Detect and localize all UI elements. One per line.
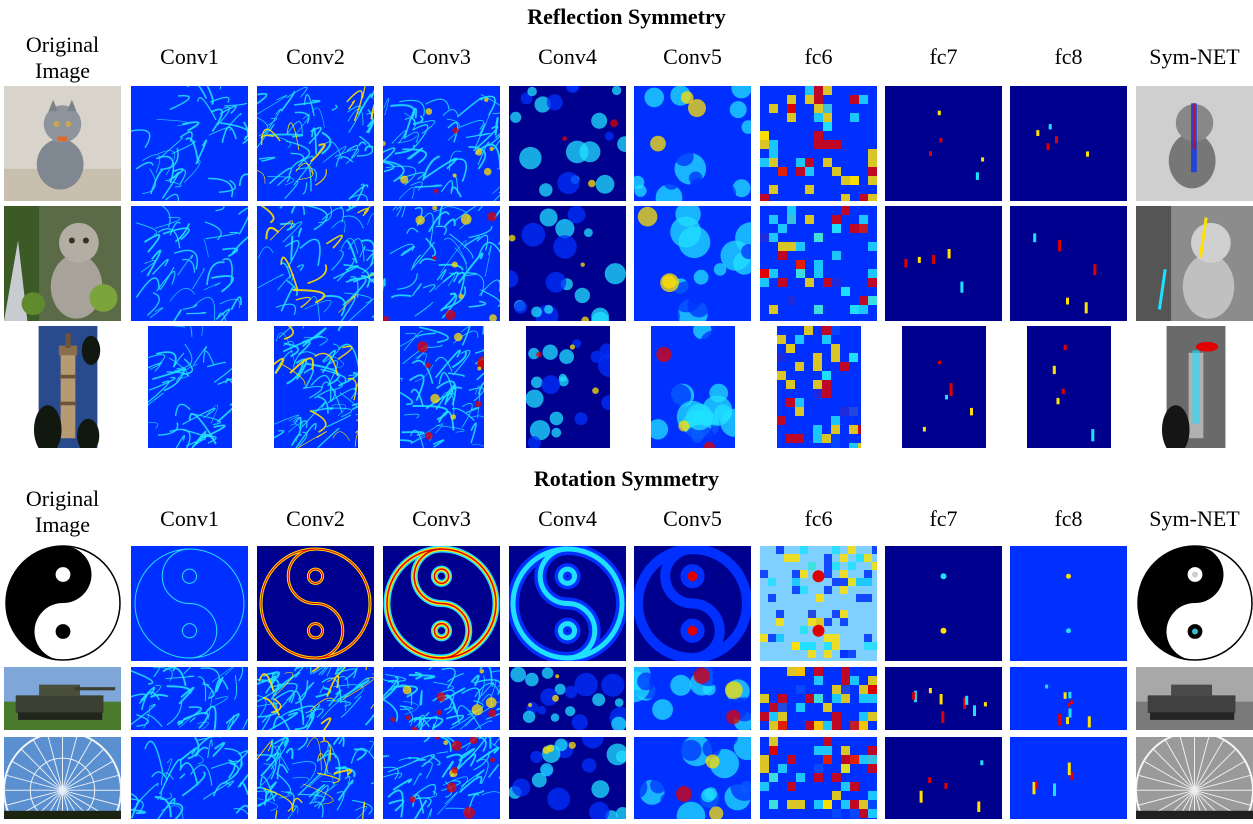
row5-conv3-image	[383, 667, 500, 730]
row5-conv1-image	[131, 667, 248, 730]
row6-conv3-image	[383, 737, 500, 819]
row5-fc8-image	[1010, 667, 1127, 730]
column-header-sym-net: Sym-NET	[1149, 506, 1240, 531]
row1-conv3-image	[383, 86, 500, 201]
column-header-conv2: Conv2	[286, 44, 345, 69]
row5-conv4-image	[509, 667, 626, 730]
row4-sym-net-image	[1136, 544, 1253, 662]
row2-conv3-image	[383, 206, 500, 321]
row4-fc6-image	[760, 546, 877, 661]
column-header-sym-net: Sym-NET	[1149, 44, 1240, 69]
column-header-conv4: Conv4	[538, 44, 597, 69]
rotation-section-title: Rotation Symmetry	[533, 466, 720, 491]
row6-conv5-image	[634, 737, 751, 819]
column-header-original-image: Original	[25, 32, 100, 57]
row4-conv3-image	[383, 546, 500, 661]
row5-original-image-image	[4, 667, 121, 730]
row2-conv2-image	[257, 206, 374, 321]
row2-conv5-image	[634, 206, 751, 321]
row2-original-image-image	[4, 206, 121, 321]
column-header-original-image: Original	[25, 486, 100, 511]
row1-fc8-image	[1010, 86, 1127, 201]
column-header-fc8: fc8	[1054, 44, 1083, 69]
row1-conv1-image	[131, 86, 248, 201]
row4-fc7-image	[885, 546, 1002, 661]
column-header-conv5: Conv5	[663, 44, 722, 69]
row3-original-image-image	[22, 326, 114, 448]
row6-conv1-image	[131, 737, 248, 819]
row3-sym-net-image	[1150, 326, 1242, 448]
row1-conv5-image	[634, 86, 751, 201]
column-header-fc6: fc6	[804, 506, 833, 531]
row1-original-image-image	[4, 86, 121, 201]
row6-fc7-image	[885, 737, 1002, 819]
column-header-conv5: Conv5	[663, 506, 722, 531]
column-header-conv3: Conv3	[412, 506, 471, 531]
column-header-conv1: Conv1	[160, 44, 219, 69]
row4-conv4-image	[509, 546, 626, 661]
row6-fc6-image	[760, 737, 877, 819]
row6-conv2-image	[257, 737, 374, 819]
row1-conv2-image	[257, 86, 374, 201]
row1-fc6-image	[760, 86, 877, 201]
row2-fc6-image	[760, 206, 877, 321]
column-header-fc6: fc6	[804, 44, 833, 69]
row6-original-image-image	[4, 737, 121, 819]
row2-conv4-image	[509, 206, 626, 321]
row5-conv2-image	[257, 667, 374, 730]
column-header-conv2: Conv2	[286, 506, 345, 531]
row1-fc7-image	[885, 86, 1002, 201]
row5-fc6-image	[760, 667, 877, 730]
row3-conv5-image	[650, 326, 735, 448]
row4-conv5-image	[634, 546, 751, 661]
row1-conv4-image	[509, 86, 626, 201]
row3-conv3-image	[399, 326, 484, 448]
row4-fc8-image	[1010, 546, 1127, 661]
row3-fc7-image	[901, 326, 986, 448]
column-header-fc7: fc7	[929, 506, 958, 531]
column-header-conv4: Conv4	[538, 506, 597, 531]
column-header-conv3: Conv3	[412, 44, 471, 69]
column-header-original-image: Image	[35, 58, 90, 83]
row3-conv2-image	[273, 326, 358, 448]
column-header-original-image: Image	[35, 512, 90, 537]
reflection-section-title: Reflection Symmetry	[527, 4, 726, 29]
row4-conv1-image	[131, 546, 248, 661]
row4-original-image-image	[4, 544, 122, 662]
column-header-fc8: fc8	[1054, 506, 1083, 531]
row6-conv4-image	[509, 737, 626, 819]
row3-fc6-image	[776, 326, 861, 448]
row5-sym-net-image	[1136, 667, 1253, 730]
row6-fc8-image	[1010, 737, 1127, 819]
row3-conv4-image	[525, 326, 610, 448]
row2-conv1-image	[131, 206, 248, 321]
row2-fc7-image	[885, 206, 1002, 321]
row1-sym-net-image	[1136, 86, 1253, 201]
row2-sym-net-image	[1136, 206, 1253, 321]
column-header-fc7: fc7	[929, 44, 958, 69]
row4-conv2-image	[257, 546, 374, 661]
row3-conv1-image	[147, 326, 232, 448]
row5-fc7-image	[885, 667, 1002, 730]
row2-fc8-image	[1010, 206, 1127, 321]
column-header-conv1: Conv1	[160, 506, 219, 531]
row5-conv5-image	[634, 667, 751, 730]
row6-sym-net-image	[1136, 737, 1253, 819]
row3-fc8-image	[1026, 326, 1111, 448]
